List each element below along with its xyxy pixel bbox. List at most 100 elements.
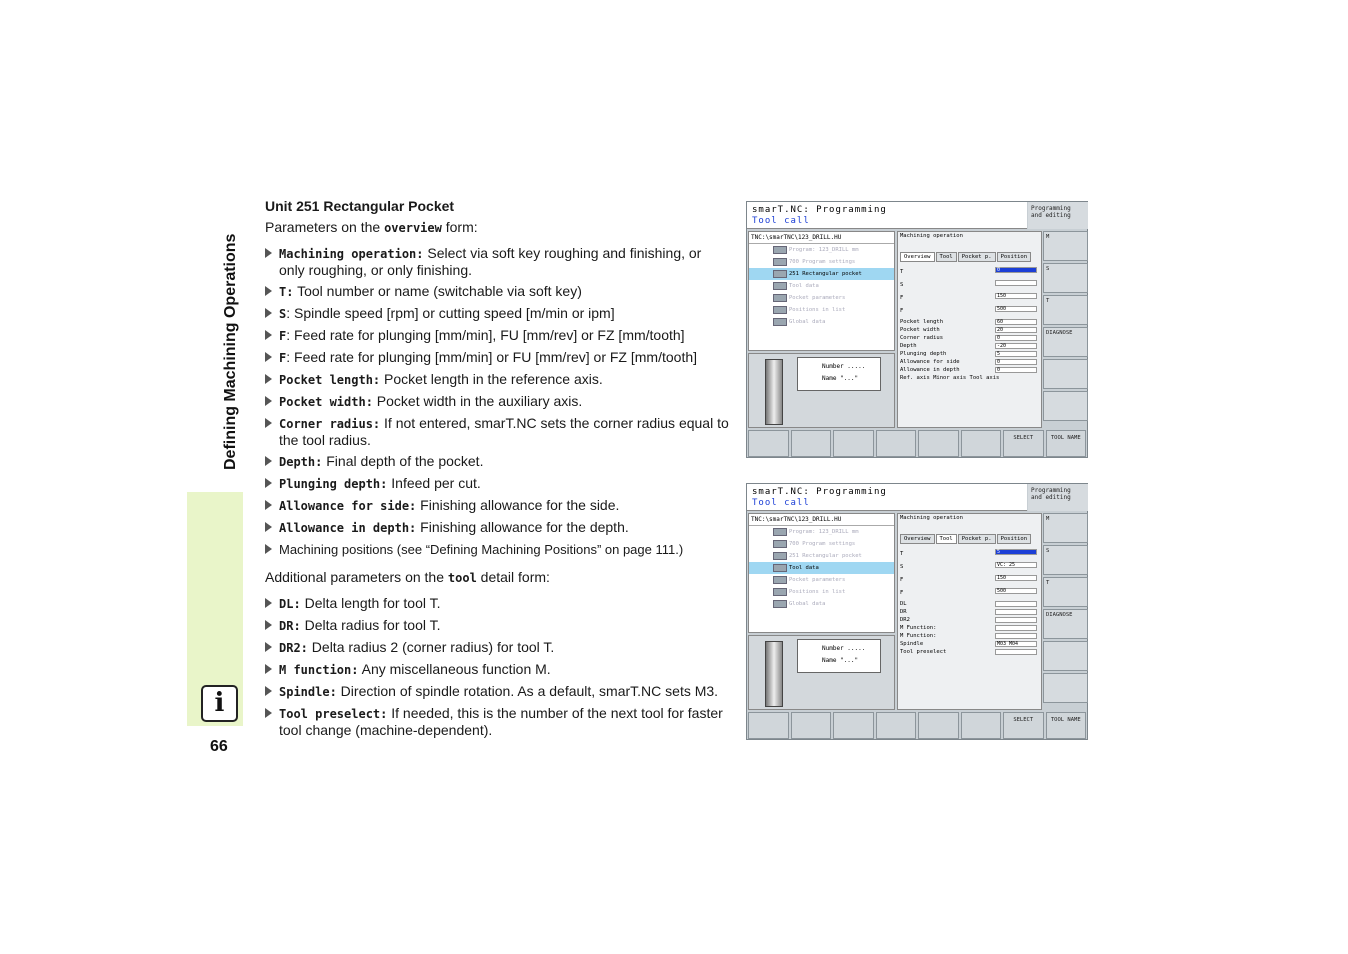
field-value[interactable]: VC: 25 [995, 562, 1037, 568]
field-value[interactable]: 5 [995, 549, 1037, 555]
softkey[interactable] [960, 430, 1001, 457]
bullet-triangle-icon [265, 500, 272, 510]
softkey[interactable]: TOOL NAME [1045, 430, 1086, 457]
form-tab[interactable]: Tool [935, 252, 957, 262]
form-tab[interactable]: Pocket p. [957, 534, 996, 544]
tree-item[interactable]: Positions in list [749, 586, 894, 598]
field-value[interactable]: 0 [995, 267, 1037, 273]
field-value[interactable] [995, 280, 1037, 286]
tree-item[interactable]: 700 Program settings [749, 256, 894, 268]
softkey[interactable]: DIAGNOSE [1043, 609, 1088, 639]
softkey[interactable] [918, 430, 959, 457]
tree-item[interactable]: Program: 123_DRILL mm [749, 526, 894, 538]
softkey[interactable]: SELECT [1003, 430, 1044, 457]
softkey[interactable]: DIAGNOSE [1043, 327, 1088, 357]
tree-item[interactable]: 700 Program settings [749, 538, 894, 550]
softkey[interactable] [790, 712, 831, 739]
tree-item[interactable]: 251 Rectangular pocket [749, 268, 894, 280]
param-key: Spindle: [279, 685, 337, 699]
softkey[interactable]: T [1043, 295, 1088, 325]
field-value[interactable] [995, 625, 1037, 631]
field-label: Allowance in depth [900, 367, 960, 373]
tree-item[interactable]: Tool data [749, 280, 894, 292]
field-value[interactable]: 500 [995, 588, 1037, 594]
tree-item-icon [773, 540, 787, 548]
tree-item-label: Tool data [789, 283, 819, 289]
form-tab[interactable]: Overview [900, 252, 935, 262]
tree-item[interactable]: Global data [749, 598, 894, 610]
softkey[interactable] [1043, 673, 1088, 703]
softkey[interactable] [790, 430, 831, 457]
param-desc: Tool number or name (switchable via soft… [293, 283, 582, 299]
softkey[interactable] [833, 430, 874, 457]
softkey[interactable] [960, 712, 1001, 739]
tree-item-label: Pocket parameters [789, 577, 846, 583]
tree-item[interactable]: Global data [749, 316, 894, 328]
field-label: S [900, 282, 904, 288]
param-key: Corner radius: [279, 417, 381, 431]
softkey[interactable] [1043, 391, 1088, 421]
form-tab[interactable]: Tool [935, 534, 957, 544]
field-value[interactable]: 20 [995, 327, 1037, 333]
softkey[interactable]: SELECT [1003, 712, 1044, 739]
tree-item[interactable]: Pocket parameters [749, 574, 894, 586]
softkey[interactable] [833, 712, 874, 739]
param-item: Spindle: Direction of spindle rotation. … [265, 683, 730, 700]
field-value[interactable] [995, 617, 1037, 623]
tree-item-icon [773, 564, 787, 572]
field-value[interactable] [995, 609, 1037, 615]
param-item: Pocket width: Pocket width in the auxili… [265, 393, 730, 410]
tool-number: Number ..... [822, 363, 866, 370]
tree-item[interactable]: 251 Rectangular pocket [749, 550, 894, 562]
softkey[interactable] [875, 430, 916, 457]
field-value[interactable] [995, 649, 1037, 655]
tree-item[interactable]: Program: 123_DRILL mm [749, 244, 894, 256]
softkey[interactable]: M [1043, 513, 1088, 543]
field-value[interactable]: M03 M04 [995, 641, 1037, 647]
intro-text: Parameters on the overview form: [265, 219, 478, 235]
tree-item[interactable]: Positions in list [749, 304, 894, 316]
screen-title: smarT.NC: Programming [752, 205, 887, 215]
field-value[interactable]: 0 [995, 335, 1037, 341]
softkey[interactable]: S [1043, 545, 1088, 575]
field-value[interactable] [995, 601, 1037, 607]
form-tab[interactable]: Position [996, 534, 1032, 544]
field-value[interactable]: 150 [995, 293, 1037, 299]
tree-item-label: Positions in list [789, 589, 846, 595]
field-value[interactable]: 150 [995, 575, 1037, 581]
softkey[interactable]: T [1043, 577, 1088, 607]
softkey[interactable]: M [1043, 231, 1088, 261]
tree-item[interactable]: Tool data [749, 562, 894, 574]
param-desc: Delta radius 2 (corner radius) for tool … [307, 639, 555, 655]
field-value[interactable]: 0 [995, 367, 1037, 373]
bullet-triangle-icon [265, 620, 272, 630]
field-value[interactable] [995, 633, 1037, 639]
field-value[interactable]: 500 [995, 306, 1037, 312]
bullet-triangle-icon [265, 708, 272, 718]
softkey[interactable] [748, 430, 789, 457]
param-desc: If not entered, smarT.NC sets the corner… [279, 415, 729, 448]
softkey[interactable] [1043, 641, 1088, 671]
field-value[interactable]: 5 [995, 351, 1037, 357]
field-value[interactable]: 60 [995, 319, 1037, 325]
param-desc: Delta radius for tool T. [300, 617, 441, 633]
field-value[interactable]: 0 [995, 359, 1037, 365]
tree-item[interactable]: Pocket parameters [749, 292, 894, 304]
softkey[interactable]: S [1043, 263, 1088, 293]
param-item: T: Tool number or name (switchable via s… [265, 283, 730, 300]
softkey[interactable] [1043, 359, 1088, 389]
form-tab[interactable]: Pocket p. [957, 252, 996, 262]
softkey[interactable] [918, 712, 959, 739]
field-label: F [900, 308, 904, 314]
screen-subtitle: Tool call [752, 216, 810, 226]
field-value[interactable]: -20 [995, 343, 1037, 349]
form-tab[interactable]: Overview [900, 534, 935, 544]
softkey[interactable] [875, 712, 916, 739]
form-tab[interactable]: Position [996, 252, 1032, 262]
softkey[interactable]: TOOL NAME [1045, 712, 1086, 739]
softkey[interactable] [748, 712, 789, 739]
